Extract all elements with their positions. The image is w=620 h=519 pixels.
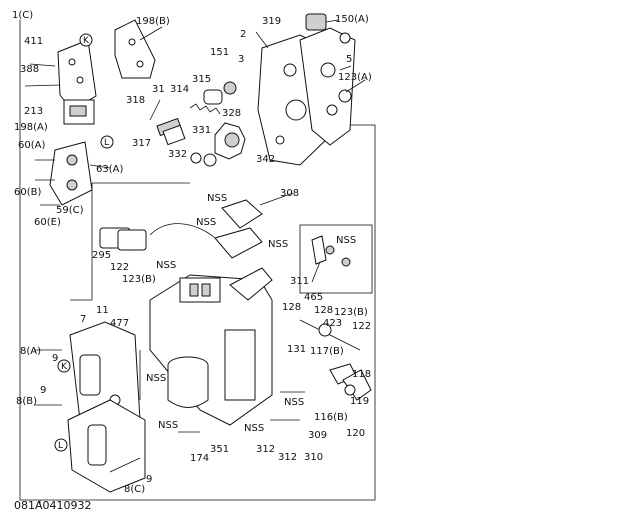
- callout-295: 295: [92, 250, 111, 261]
- callout-nss-6: NSS: [146, 373, 166, 384]
- callout-465: 465: [304, 292, 323, 303]
- callout-11: 11: [96, 305, 109, 316]
- callout-213: 213: [24, 106, 43, 117]
- callout-nss-1: NSS: [207, 193, 227, 204]
- callout-5: 5: [346, 54, 352, 65]
- callout-123b-right: 123(B): [334, 307, 368, 318]
- inset-connector: [299, 224, 373, 294]
- callout-315: 315: [192, 74, 211, 85]
- callout-198a: 198(A): [14, 122, 48, 133]
- callout-2: 2: [240, 29, 246, 40]
- leader-lines: [89, 19, 366, 206]
- callout-328: 328: [222, 108, 241, 119]
- valve-parts-top: [156, 81, 237, 146]
- linkage-right: [299, 319, 372, 401]
- callout-150a: 150(A): [335, 14, 369, 25]
- callout-151: 151: [210, 47, 229, 58]
- callout-312-b: 312: [278, 452, 297, 463]
- callout-122-left: 122: [110, 262, 129, 273]
- reference-mark-k1-text: K: [83, 36, 90, 46]
- callout-312-a: 312: [256, 444, 275, 455]
- callout-351: 351: [210, 444, 229, 455]
- callout-128-a: 128: [282, 302, 301, 313]
- valve-body: [149, 267, 273, 426]
- callout-31: 31: [152, 84, 165, 95]
- callout-388: 388: [20, 64, 39, 75]
- callout-120: 120: [346, 428, 365, 439]
- reference-mark-l1-text: L: [104, 138, 109, 148]
- housing-11: [67, 399, 146, 493]
- reference-mark-l2-text: L: [58, 441, 63, 451]
- sensor-319: [305, 13, 352, 103]
- callout-310: 310: [304, 452, 323, 463]
- callout-9-b: 9: [40, 385, 46, 396]
- callout-309: 309: [308, 430, 327, 441]
- callout-9-c: 9: [146, 474, 152, 485]
- reference-mark-k1: K: [79, 33, 93, 47]
- reference-mark-l2: L: [54, 438, 68, 452]
- clamp-63a: [35, 141, 93, 206]
- callout-9-a: 9: [52, 353, 58, 364]
- callout-128-b: 128: [314, 305, 333, 316]
- callout-311: 311: [290, 276, 309, 287]
- callout-318: 318: [126, 95, 145, 106]
- rotor-assembly: [190, 122, 246, 167]
- drawing-number: 081A0410932: [14, 499, 92, 512]
- reference-mark-l1: L: [100, 135, 114, 149]
- callout-477: 477: [110, 318, 129, 329]
- callout-nss-8: NSS: [244, 423, 264, 434]
- callout-331: 331: [192, 125, 211, 136]
- bolts: [34, 349, 305, 473]
- callout-123b-left: 123(B): [122, 274, 156, 285]
- callout-123a: 123(A): [338, 72, 372, 83]
- frame-lines: [19, 20, 376, 505]
- callout-3: 3: [238, 54, 244, 65]
- callout-nss-4: NSS: [336, 235, 356, 246]
- sensor-308: [99, 199, 263, 259]
- callout-117b: 117(B): [310, 346, 344, 357]
- bracket-198b: [114, 19, 156, 79]
- callout-131: 131: [287, 344, 306, 355]
- callout-317: 317: [132, 138, 151, 149]
- callout-119: 119: [350, 396, 369, 407]
- callout-nss-5: NSS: [156, 260, 176, 271]
- callout-nss-2: NSS: [196, 217, 216, 228]
- callout-8c: 8(C): [124, 484, 145, 495]
- callout-labels: 1(C) 411 388 213 198(A) 198(B) 60(A) 60(…: [12, 10, 372, 495]
- reference-mark-k2: K: [57, 359, 71, 373]
- callout-411: 411: [24, 36, 43, 47]
- callout-60b: 60(B): [14, 187, 41, 198]
- callout-8a: 8(A): [20, 346, 41, 357]
- callout-8b: 8(B): [16, 396, 37, 407]
- plate-5: [299, 27, 356, 146]
- callout-116b: 116(B): [314, 412, 348, 423]
- callout-60a: 60(A): [18, 140, 45, 151]
- callout-319: 319: [262, 16, 281, 27]
- callout-122-right: 122: [352, 321, 371, 332]
- callout-63a: 63(A): [96, 164, 123, 175]
- reference-mark-k2-text: K: [61, 362, 68, 372]
- callout-60e: 60(E): [34, 217, 61, 228]
- bracket-198a: [24, 39, 97, 125]
- callout-118: 118: [352, 369, 371, 380]
- callout-342: 342: [256, 154, 275, 165]
- callout-308: 308: [280, 188, 299, 199]
- callout-59c: 59(C): [56, 205, 84, 216]
- callout-174: 174: [190, 453, 209, 464]
- callout-7: 7: [80, 314, 86, 325]
- callout-nss-7: NSS: [158, 420, 178, 431]
- callout-332: 332: [168, 149, 187, 160]
- group-label: 1(C): [12, 10, 33, 21]
- callout-nss-3: NSS: [268, 239, 288, 250]
- callout-198b: 198(B): [136, 16, 170, 27]
- callout-423: 423: [323, 318, 342, 329]
- callout-314: 314: [170, 84, 189, 95]
- callout-nss-9: NSS: [284, 397, 304, 408]
